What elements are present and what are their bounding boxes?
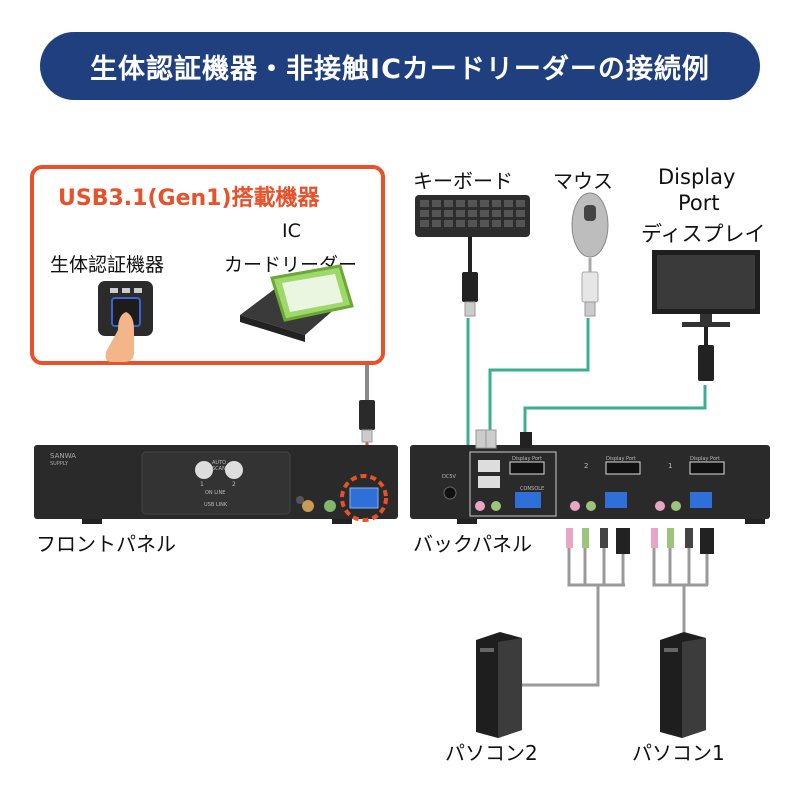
front-panel-label: フロントパネル (36, 532, 176, 556)
kvm-back-panel: DC5V CONSOLE Display Port Display Port D… (410, 445, 770, 524)
port2-text: 2 (584, 462, 588, 470)
mouse-cable (488, 318, 590, 455)
online-text: ON LINE (205, 490, 225, 496)
fingerprint-reader-icon (98, 281, 153, 362)
auto-scan-text: AUTO (212, 460, 226, 466)
usb-link-text: USB LINK (204, 502, 228, 508)
port1-text: 1 (668, 462, 672, 470)
pc1-tower-icon (660, 632, 706, 738)
usb-device-heading: USB3.1(Gen1)搭載機器 (58, 186, 320, 211)
pc2-label: パソコン2 (445, 741, 538, 765)
front-usb-plug-icon (359, 400, 375, 443)
monitor-icon (652, 250, 760, 381)
console-text: CONSOLE (520, 486, 544, 492)
ic-card-reader-icon (240, 264, 354, 342)
brand-sub-text: SUPPLY (50, 461, 69, 467)
display-label-line3: ディスプレイ (641, 222, 766, 246)
btn1-text: 1 (200, 481, 204, 488)
pc2-tower-icon (476, 632, 522, 738)
btn2-text: 2 (232, 481, 236, 488)
back-panel-label: バックパネル (413, 532, 532, 556)
pc2-cables (520, 528, 630, 687)
display-label-line1: Display (658, 165, 736, 189)
pc1-cables (651, 528, 714, 640)
dp-text-console: Display Port (512, 456, 542, 462)
kvm-front-panel: SANWA SUPPLY AUTO SCAN 1 2 ON LINE USB L… (34, 445, 398, 524)
biometric-label: 生体認証機器 (50, 254, 165, 276)
auto-scan-text2: SCAN (212, 466, 226, 472)
dp-text-1: Display Port (690, 456, 720, 462)
keyboard-icon (415, 195, 530, 317)
green-cables (466, 318, 707, 457)
display-cable (523, 385, 707, 455)
brand-text: SANWA (50, 452, 76, 460)
dc5v-text: DC5V (442, 474, 457, 480)
mouse-icon (571, 192, 609, 317)
keyboard-label: キーボード (413, 169, 513, 193)
mouse-label: マウス (553, 169, 613, 193)
pc1-label: パソコン1 (632, 741, 725, 765)
display-label-line2: Port (678, 191, 720, 215)
ic-label-line1: IC (282, 220, 301, 242)
title-banner: 生体認証機器・非接触ICカードリーダーの接続例 (40, 32, 760, 100)
back-top-plugs (475, 429, 532, 449)
dp-text-2: Display Port (606, 456, 636, 462)
usb-device-box (30, 165, 385, 365)
page-title: 生体認証機器・非接触ICカードリーダーの接続例 (90, 53, 710, 85)
